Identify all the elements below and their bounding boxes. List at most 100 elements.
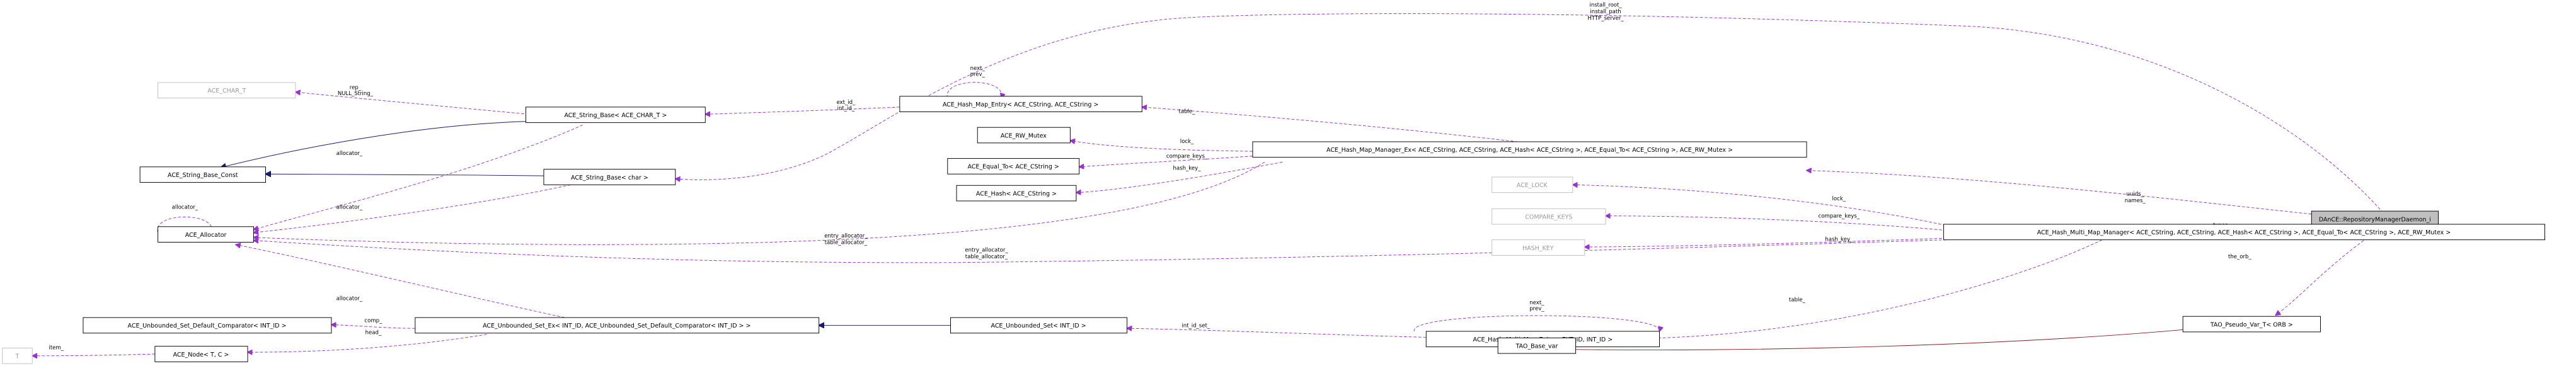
edge-table-map (1142, 107, 1528, 144)
edge-hash-key-2 (1585, 237, 1971, 247)
nodes: DAnCE::RepositoryManagerDaemon_i ACE_Has… (2, 82, 2545, 364)
svg-text:ACE_Unbounded_Set_Default_Comp: ACE_Unbounded_Set_Default_Comparator< IN… (128, 323, 287, 329)
label-uuids: uuids_ (2127, 191, 2144, 197)
edge-lock-rw (1070, 140, 1253, 152)
edge-the-orb (2275, 226, 2384, 316)
edge-comp (331, 324, 415, 329)
label-comp: comp_ (364, 318, 382, 324)
node-string-base-char[interactable]: ACE_String_Base< char > (543, 169, 676, 185)
label-lock-rw: lock_ (1180, 139, 1194, 145)
edge-compare-equal (1079, 156, 1253, 167)
label-table-alloc-2: table_allocator_ (965, 254, 1008, 260)
edge-next-prev-multi (1413, 315, 1660, 331)
label-null-string: NULL_String_ (338, 91, 374, 97)
svg-text:ACE_String_Base_Const: ACE_String_Base_Const (168, 172, 238, 179)
node-unbounded-set[interactable]: ACE_Unbounded_Set< INT_ID > (950, 317, 1128, 334)
edge-rep-null (296, 92, 529, 115)
label-hash-key: hash_key_ (1173, 166, 1202, 172)
label-head: head_ (365, 330, 382, 336)
svg-text:COMPARE_KEYS: COMPARE_KEYS (1525, 214, 1572, 220)
label-install-root: install_root_ (1589, 2, 1622, 8)
node-string-base-t[interactable]: ACE_String_Base< ACE_CHAR_T > (526, 106, 706, 123)
edge-inherit-const-1 (221, 121, 526, 168)
svg-text:HASH_KEY: HASH_KEY (1522, 245, 1554, 252)
label-table-multi: table_ (1789, 297, 1806, 303)
edge-ext-int (705, 106, 900, 114)
node-hash[interactable]: ACE_Hash< ACE_CString > (956, 185, 1077, 202)
node-rw-mutex[interactable]: ACE_RW_Mutex (977, 127, 1071, 144)
node-hash-multi-map-manager[interactable]: ACE_Hash_Multi_Map_Manager< ACE_CString,… (1943, 224, 2545, 241)
label-allocator-set: allocator_ (336, 296, 363, 302)
edges (32, 13, 2384, 356)
svg-text:ACE_Unbounded_Set_Ex< INT_ID,: ACE_Unbounded_Set_Ex< INT_ID, ACE_Unboun… (483, 323, 750, 329)
node-base-var[interactable]: TAO_Base_var (1497, 337, 1577, 354)
node-compare-keys[interactable]: COMPARE_KEYS (1492, 208, 1606, 225)
label-names: names_ (2125, 198, 2146, 204)
svg-text:ACE_Hash_Map_Entry< ACE_CStrin: ACE_Hash_Map_Entry< ACE_CString, ACE_CSt… (943, 101, 1098, 108)
svg-text:ACE_Hash< ACE_CString >: ACE_Hash< ACE_CString > (976, 190, 1057, 197)
label-the-orb: the_orb_ (2228, 254, 2251, 260)
edge-entry-alloc-1 (254, 161, 1265, 245)
edge-head (248, 334, 487, 352)
label-compare-equal: compare_keys_ (1166, 154, 1208, 160)
edge-labels: install_root_ install_path HTTP_server_ … (49, 2, 2251, 351)
node-unbounded-set-default-comparator[interactable]: ACE_Unbounded_Set_Default_Comparator< IN… (83, 317, 332, 334)
label-next-multi: next_ (1529, 300, 1544, 306)
svg-text:ACE_String_Base< ACE_CHAR_T >: ACE_String_Base< ACE_CHAR_T > (564, 112, 667, 119)
edge-alloc-set (236, 244, 565, 318)
edge-compare-keys (1606, 216, 1971, 233)
label-prev-multi: prev_ (1529, 306, 1544, 312)
label-allocator-1: allocator_ (336, 151, 363, 157)
edge-alloc-1 (254, 124, 583, 229)
node-unbounded-set-ex[interactable]: ACE_Unbounded_Set_Ex< INT_ID, ACE_Unboun… (415, 317, 820, 334)
svg-text:ACE_LOCK: ACE_LOCK (1517, 182, 1548, 189)
label-allocator-self: allocator_ (172, 204, 198, 210)
node-t[interactable]: T (2, 348, 33, 364)
label-allocator-2: allocator_ (336, 204, 363, 210)
svg-text:ACE_Hash_Multi_Map_Manager< AC: ACE_Hash_Multi_Map_Manager< ACE_CString,… (2037, 229, 2451, 236)
label-entry-alloc-2: entry_allocator_ (965, 248, 1008, 254)
label-entry-alloc-1: entry_allocator_ (824, 233, 868, 239)
svg-text:DAnCE::RepositoryManagerDaemon: DAnCE::RepositoryManagerDaemon_i (2319, 216, 2431, 223)
edge-alloc-self (157, 216, 212, 232)
node-hash-map-manager[interactable]: ACE_Hash_Map_Manager_Ex< ACE_CString, AC… (1252, 141, 1807, 158)
node-ace-node[interactable]: ACE_Node< T, C > (154, 346, 248, 362)
edge-uuids-names (1807, 171, 2312, 215)
label-table-map: table_ (1179, 108, 1196, 115)
node-hash-key[interactable]: HASH_KEY (1492, 239, 1585, 256)
edge-item (32, 354, 155, 356)
node-equal-to[interactable]: ACE_Equal_To< ACE_CString > (947, 158, 1080, 174)
edge-hash-key (1076, 161, 1283, 192)
svg-text:ACE_Node< T, C >: ACE_Node< T, C > (173, 352, 229, 358)
label-item: item_ (49, 345, 64, 351)
svg-text:ACE_Equal_To< ACE_CString >: ACE_Equal_To< ACE_CString > (967, 164, 1059, 171)
node-allocator[interactable]: ACE_Allocator (158, 226, 254, 243)
edge-next-prev-map (946, 82, 1002, 98)
svg-text:ACE_Unbounded_Set< INT_ID >: ACE_Unbounded_Set< INT_ID > (991, 323, 1086, 329)
label-ext-id: ext_id_ (836, 100, 856, 106)
svg-text:ACE_RW_Mutex: ACE_RW_Mutex (1001, 132, 1047, 139)
label-int-id: int_id_ (837, 106, 855, 112)
edge-int-id-set (1127, 328, 1427, 338)
node-ace-lock[interactable]: ACE_LOCK (1492, 176, 1573, 193)
label-http-server: HTTP_server_ (1587, 15, 1624, 21)
label-rep: rep_ (350, 84, 362, 91)
label-install-path: install_path (1590, 9, 1621, 15)
svg-text:ACE_CHAR_T: ACE_CHAR_T (207, 88, 246, 94)
edge-inherit-const-2 (266, 174, 544, 176)
label-hash-key-2: hash_key_ (1825, 237, 1853, 243)
edge-install-root (676, 13, 2384, 214)
node-hash-map-entry[interactable]: ACE_Hash_Map_Entry< ACE_CString, ACE_CSt… (899, 96, 1142, 113)
svg-text:ACE_Allocator: ACE_Allocator (185, 232, 227, 239)
edge-alloc-2 (254, 184, 571, 232)
svg-text:TAO_Pseudo_Var_T< ORB >: TAO_Pseudo_Var_T< ORB > (2210, 321, 2293, 328)
label-next-map: next_ (970, 66, 986, 72)
label-table-alloc-1: table_allocator_ (825, 239, 868, 246)
label-lock-ace: lock_ (1832, 196, 1846, 202)
node-pseudo-var[interactable]: TAO_Pseudo_Var_T< ORB > (2182, 316, 2321, 333)
node-string-base-const[interactable]: ACE_String_Base_Const (139, 166, 266, 183)
node-char-t[interactable]: ACE_CHAR_T (158, 82, 296, 99)
svg-text:T: T (15, 353, 20, 360)
svg-text:ACE_Hash_Map_Manager_Ex< ACE_C: ACE_Hash_Map_Manager_Ex< ACE_CString, AC… (1326, 147, 1733, 154)
